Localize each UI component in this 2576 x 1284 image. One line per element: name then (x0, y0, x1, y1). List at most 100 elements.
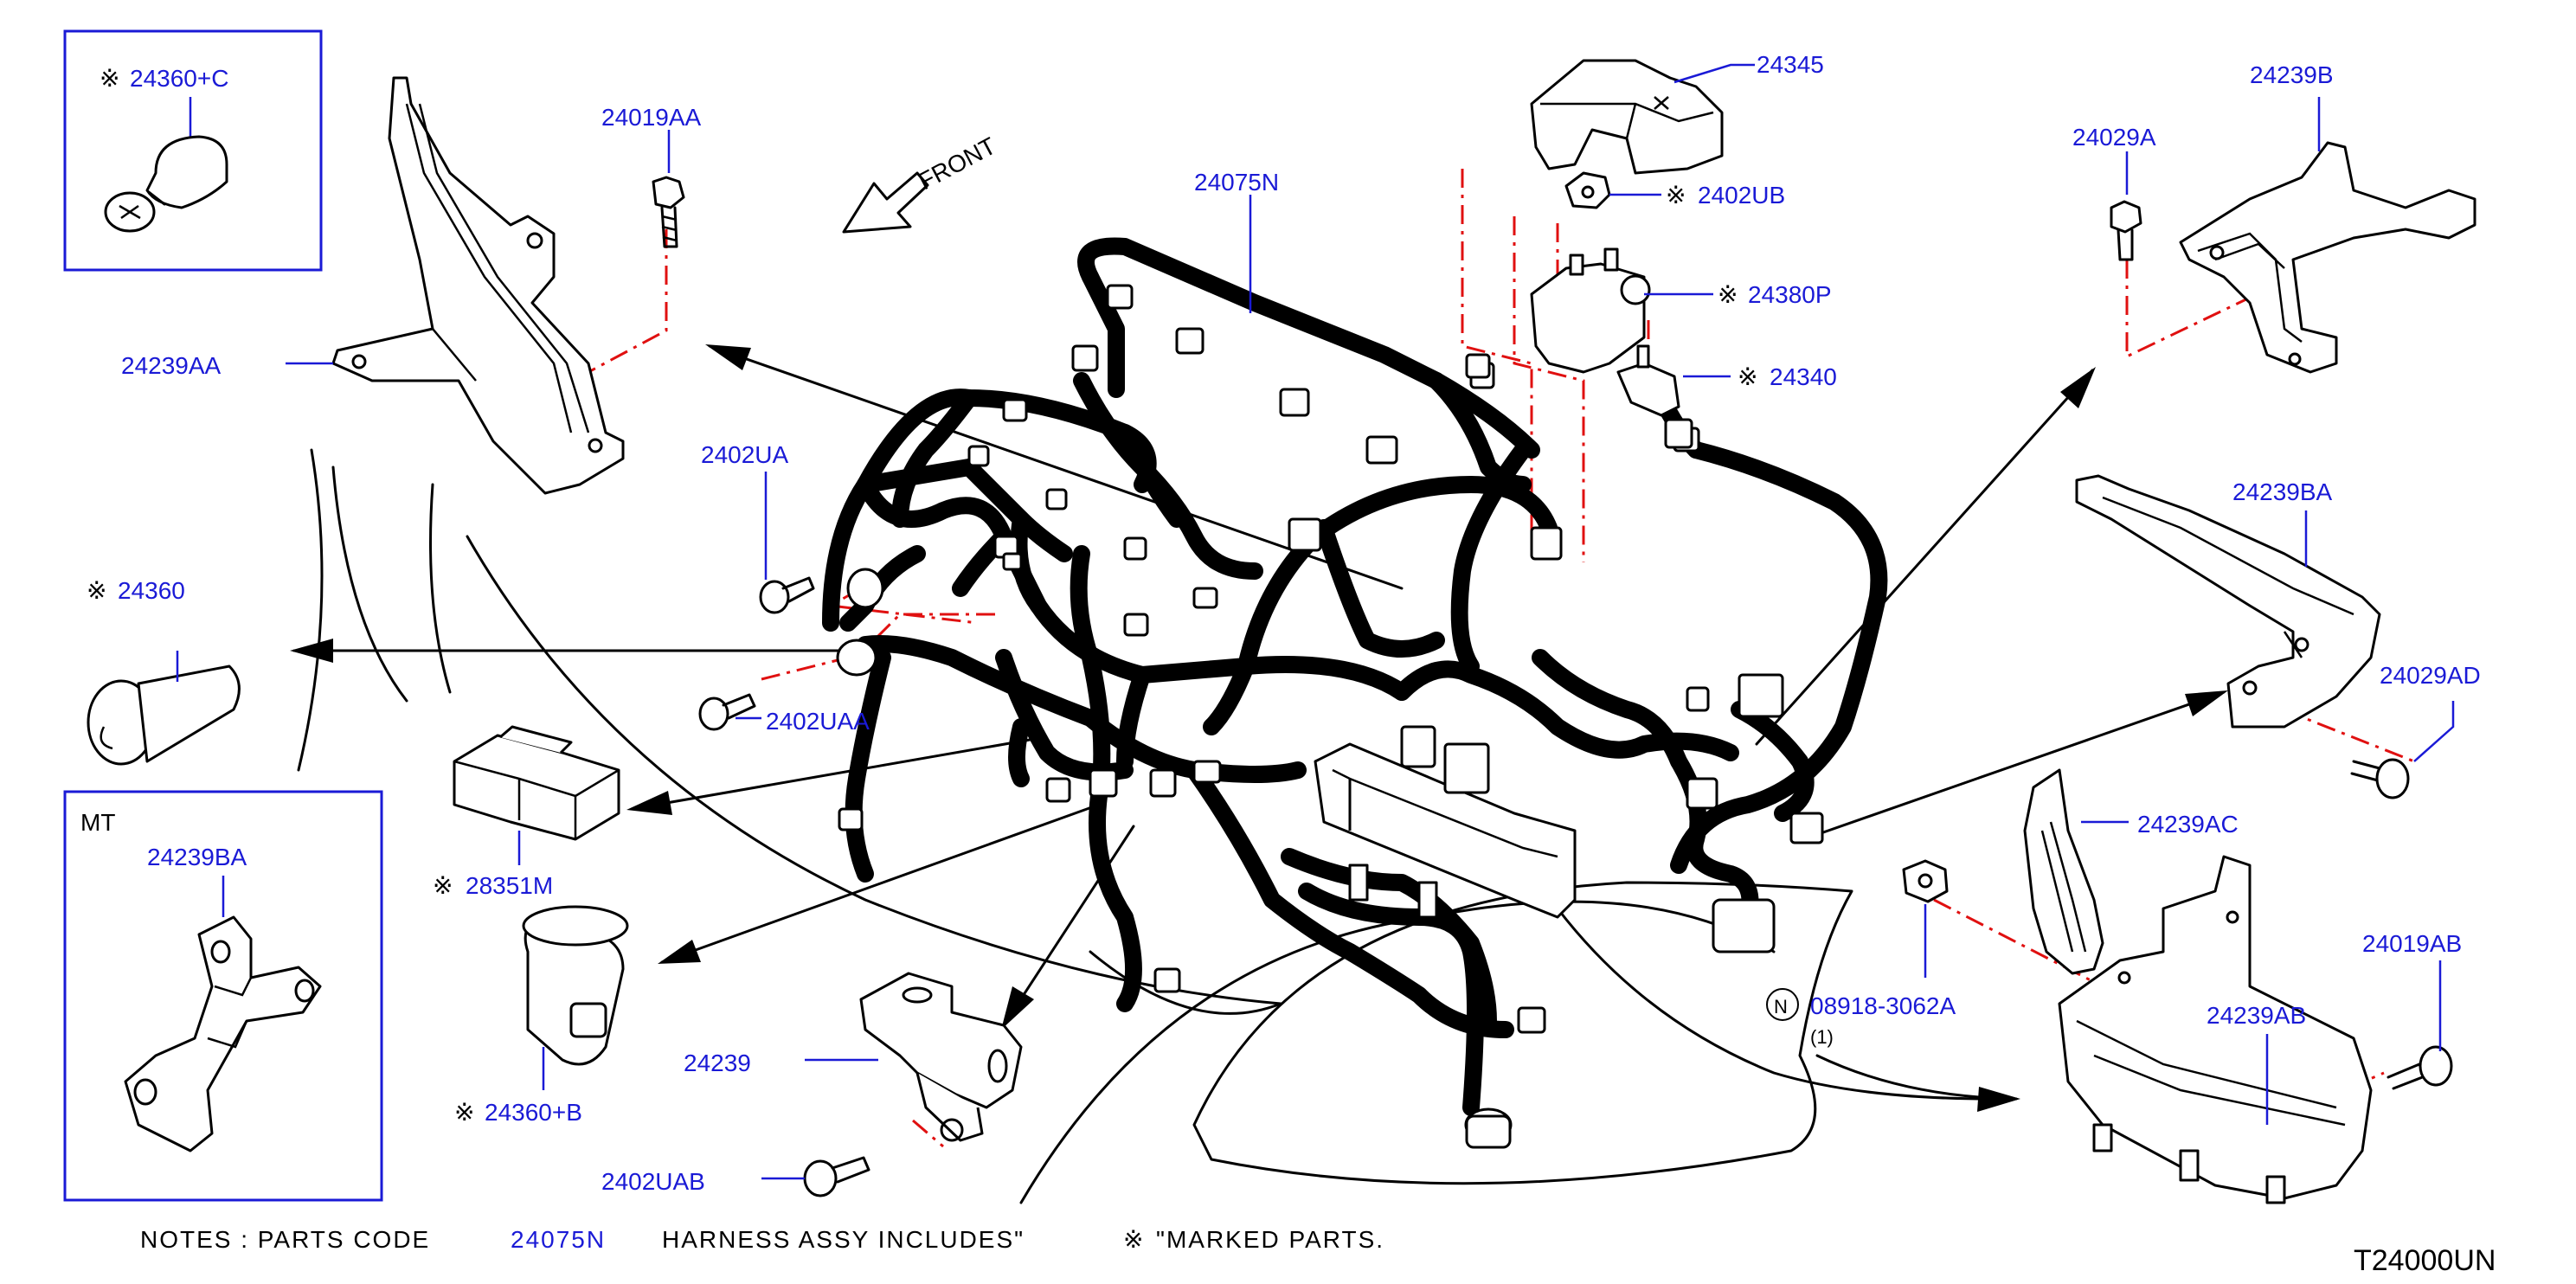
connector-icon (1123, 613, 1149, 637)
notes-code[interactable]: 24075N (511, 1226, 606, 1253)
bolt-icon (2386, 1045, 2453, 1090)
label-24239[interactable]: 24239 (684, 1050, 751, 1076)
cap-icon (104, 135, 228, 233)
connector-icon (1002, 552, 1023, 571)
arrow-icon (626, 738, 1031, 815)
connector-icon (1149, 768, 1177, 798)
label-24239ac[interactable]: 24239AC (2137, 811, 2239, 838)
connector-icon (1443, 742, 1490, 794)
notes-mark: ※ (1123, 1226, 1145, 1253)
connector-icon (1686, 686, 1710, 712)
label-24239ab[interactable]: 24239AB (2207, 1002, 2306, 1029)
connector-icon (1279, 388, 1310, 417)
marker-symbol: ※ (1718, 281, 1738, 308)
nut-icon (1564, 171, 1611, 209)
connector-icon (1002, 398, 1028, 422)
bracket-24239ab (2058, 855, 2373, 1204)
marker-symbol: ※ (100, 65, 119, 92)
inset-box-24360c: ※ 24360+C (63, 29, 323, 272)
label-2402uaa[interactable]: 2402UAA (766, 708, 870, 735)
connector-icon (1192, 760, 1222, 784)
connector-icon (1789, 812, 1824, 844)
label-08918[interactable]: 08918-3062A (1810, 992, 1956, 1019)
grommet-icon (836, 639, 877, 677)
connector-icon (1106, 284, 1134, 310)
leaders (176, 63, 2455, 1180)
connector-icon (1686, 777, 1718, 810)
nut-icon (1902, 859, 1949, 903)
label-24380p[interactable]: 24380P (1748, 281, 1832, 308)
notes-prefix: NOTES : PARTS CODE (140, 1226, 430, 1253)
arrow-icon (658, 803, 1101, 964)
connector-icon (1465, 353, 1491, 379)
arrow-icon (1755, 367, 2096, 746)
label-24239b[interactable]: 24239B (2250, 61, 2334, 88)
bolt-icon (803, 1156, 870, 1197)
label-2402ub[interactable]: 2402UB (1698, 182, 1785, 209)
arrow-icon (1001, 825, 1135, 1030)
cap-icon (87, 664, 241, 766)
arrow-icon (1807, 690, 2228, 839)
label-28351m[interactable]: 28351M (466, 872, 553, 899)
bracket-icon (124, 915, 322, 1152)
label-24360[interactable]: 24360 (118, 577, 185, 604)
label-24360b[interactable]: 24360+B (485, 1099, 582, 1126)
connector-icon (1192, 587, 1218, 609)
bolt-icon (2350, 758, 2410, 799)
bolt-icon (698, 693, 756, 731)
notes: NOTES : PARTS CODE 24075N HARNESS ASSY I… (140, 1226, 1384, 1253)
label-mt-24239ba[interactable]: 24239BA (147, 844, 247, 870)
label-24019aa[interactable]: 24019AA (601, 104, 702, 131)
connector-icon (1400, 725, 1436, 768)
cap-24360b (522, 905, 629, 1066)
connector-icon (1365, 435, 1398, 465)
connector-icon (1045, 488, 1068, 510)
connector-icon (1071, 344, 1099, 372)
connector-icon (967, 445, 990, 467)
bracket-24239b (2179, 141, 2476, 374)
label-24239ba[interactable]: 24239BA (2232, 478, 2333, 505)
inset-box-mt: MT 24239BA (63, 790, 383, 1202)
connector-icon (1089, 768, 1118, 798)
notes-middle: HARNESS ASSY INCLUDES" (662, 1226, 1025, 1253)
grommet-icon (1465, 1114, 1512, 1149)
notes-suffix: "MARKED PARTS. (1156, 1226, 1384, 1253)
bracket-24239ac (2023, 768, 2104, 975)
label-2402uab[interactable]: 2402UAB (601, 1168, 705, 1195)
arrow-icon (1815, 1054, 2020, 1112)
bracket-24239aa (331, 76, 625, 495)
label-n-marker: N (1774, 996, 1788, 1018)
connector-icon (838, 807, 864, 831)
label-24239aa[interactable]: 24239AA (121, 352, 222, 379)
label-24340[interactable]: 24340 (1770, 363, 1837, 390)
connector-icon (1123, 536, 1147, 561)
bracket-24239ba (2075, 474, 2381, 729)
bolt-icon (759, 576, 815, 614)
connector-icon (1153, 967, 1181, 993)
arrow-icon (290, 639, 841, 663)
label-24029a[interactable]: 24029A (2072, 124, 2156, 151)
label-24075n[interactable]: 24075N (1194, 169, 1279, 196)
connectors (836, 284, 1824, 1149)
diagram-code: T24000UN (2354, 1244, 2496, 1277)
label-24029ad[interactable]: 24029AD (2380, 662, 2481, 689)
connector-icon (1712, 898, 1776, 953)
label-2402ua[interactable]: 2402UA (701, 441, 789, 468)
bolt-icon (652, 176, 685, 248)
marker-symbol: ※ (1738, 363, 1757, 390)
label-24360c[interactable]: 24360+C (130, 65, 228, 92)
bracket-24239 (859, 972, 1023, 1142)
front-label: FRONT (914, 132, 1000, 196)
cover-24345 (1530, 59, 1724, 175)
label-24345[interactable]: 24345 (1757, 51, 1824, 78)
marker-symbol: ※ (87, 577, 106, 604)
connector-icon (1288, 517, 1322, 552)
connector-icon (1738, 673, 1784, 718)
grommet-icon (846, 568, 884, 609)
arrow-icon (705, 344, 1404, 590)
label-24019ab[interactable]: 24019AB (2362, 930, 2462, 957)
labels: 24019AA 24075N 24345 ※ 2402UB ※ 24380P ※… (87, 51, 2481, 1195)
marker-symbol: ※ (454, 1099, 474, 1126)
terminal-24380p (1530, 247, 1651, 374)
